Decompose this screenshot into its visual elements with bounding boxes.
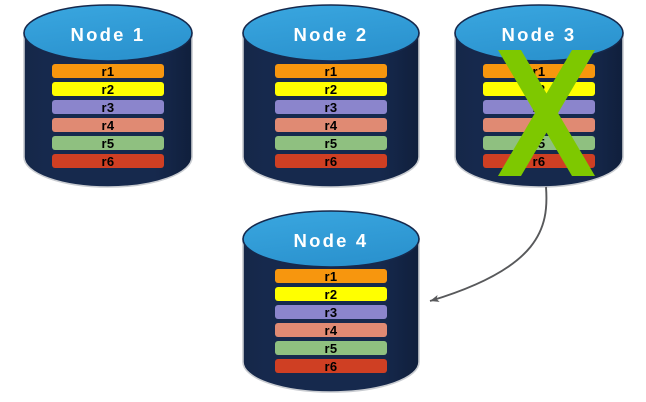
node-1-row-r5: [52, 136, 164, 150]
node-1-row-r5-label: r5: [102, 136, 115, 151]
node-1-title: Node 1: [71, 24, 146, 45]
node-1-row-r1: [52, 64, 164, 78]
node-4[interactable]: Node 4 r1 r2 r3 r4 r5 r6: [242, 210, 420, 393]
node-1-cylinder-top: [23, 4, 193, 62]
node-4-row-r5-label: r5: [325, 341, 338, 356]
node-3-row-r6-label: r6: [533, 154, 546, 169]
node-2-row-r5: [275, 136, 387, 150]
node-1-row-r2-label: r2: [102, 82, 115, 97]
node-1-row-r4: [52, 118, 164, 132]
node-1-row-r3: [52, 100, 164, 114]
node-4-row-r6-label: r6: [325, 359, 338, 374]
node-1-row-r4-label: r4: [102, 118, 115, 133]
node-4-row-r4: [275, 323, 387, 337]
node-3[interactable]: Node 3 r1 r2 r3 r4 r5 r6: [454, 4, 624, 188]
node-2-row-r6: [275, 154, 387, 168]
node-2-row-r3-label: r3: [325, 100, 338, 115]
node-2-title: Node 2: [294, 24, 369, 45]
node-2-row-r5-label: r5: [325, 136, 338, 151]
node-4-row-r6: [275, 359, 387, 373]
node-4-row-r2: [275, 287, 387, 301]
node-4-row-r4-label: r4: [325, 323, 338, 338]
node-4-row-r3: [275, 305, 387, 319]
node-1-row-r2: [52, 82, 164, 96]
node-2-row-r3: [275, 100, 387, 114]
node-2-cylinder-top: [242, 4, 420, 62]
node-2-row-r6-label: r6: [325, 154, 338, 169]
node-4-row-r3-label: r3: [325, 305, 338, 320]
node-2-row-r4: [275, 118, 387, 132]
node-1-row-r6: [52, 154, 164, 168]
node-1-row-r6-label: r6: [102, 154, 115, 169]
node-1[interactable]: Node 1 r1 r2 r3 r4 r5 r6: [23, 4, 193, 188]
node-2-row-r1-label: r1: [325, 64, 338, 79]
node-3-cylinder-top: [454, 4, 624, 62]
node-2-row-r2-label: r2: [325, 82, 338, 97]
replication-arrow: [429, 186, 548, 302]
node-4-row-r1: [275, 269, 387, 283]
node-4-row-r5: [275, 341, 387, 355]
node-1-row-r3-label: r3: [102, 100, 115, 115]
node-1-row-r1-label: r1: [102, 64, 115, 79]
node-2[interactable]: Node 2 r1 r2 r3 r4 r5 r6: [242, 4, 420, 188]
node-3-title: Node 3: [502, 24, 577, 45]
node-2-row-r1: [275, 64, 387, 78]
node-2-row-r4-label: r4: [325, 118, 338, 133]
node-3-failure-cross-icon: [498, 50, 595, 176]
node-4-row-r1-label: r1: [325, 269, 338, 284]
node-4-row-r2-label: r2: [325, 287, 338, 302]
node-4-cylinder-top: [242, 210, 420, 268]
node-4-title: Node 4: [294, 230, 369, 251]
node-2-row-r2: [275, 82, 387, 96]
